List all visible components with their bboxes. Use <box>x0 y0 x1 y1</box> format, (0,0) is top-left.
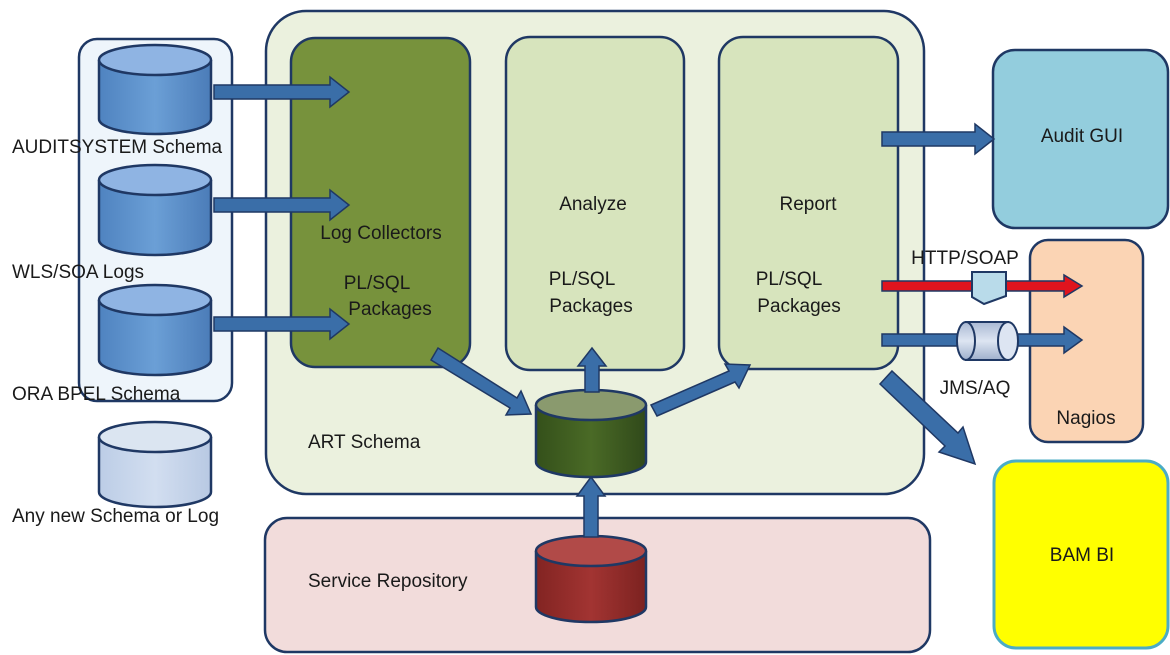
arrow-collectors-to-db <box>429 346 533 416</box>
art-db-icon <box>534 388 648 479</box>
jms-queue-icon <box>956 321 1019 361</box>
analyze-line1: PL/SQL <box>549 269 616 290</box>
report-box <box>717 35 900 371</box>
arrow-wls-soa <box>213 188 351 222</box>
log-collectors-line1: PL/SQL <box>344 273 411 294</box>
audit-gui-label: Audit GUI <box>1041 126 1123 147</box>
jms-aq-label: JMS/AQ <box>940 378 1011 399</box>
label-ora-bpel-schema: ORA BPEL Schema <box>12 384 181 405</box>
http-soap-link <box>881 271 1084 306</box>
label-wls-soa-logs: WLS/SOA Logs <box>12 262 144 283</box>
arrow-db-to-report <box>649 363 752 417</box>
arrow-repo-to-db <box>575 475 607 538</box>
bam-bi-box <box>992 459 1170 650</box>
http-soap-label: HTTP/SOAP <box>911 248 1019 269</box>
wls-soa-db-icon <box>97 163 213 257</box>
arrow-ora-bpel <box>213 307 351 341</box>
analyze-title: Analyze <box>559 194 627 215</box>
label-auditsystem-schema: AUDITSYSTEM Schema <box>12 137 223 158</box>
auditsystem-db-icon <box>97 43 213 136</box>
arrow-db-to-analyze <box>576 346 608 393</box>
label-any-new-schema: Any new Schema or Log <box>12 506 219 527</box>
nagios-label: Nagios <box>1056 408 1115 429</box>
log-collectors-title: Log Collectors <box>320 223 441 244</box>
arrow-auditsystem <box>213 75 351 109</box>
analyze-line2: Packages <box>549 296 632 317</box>
arrow-to-bam-bi <box>878 369 977 466</box>
repository-db-icon <box>534 534 648 624</box>
bam-bi-label: BAM BI <box>1050 545 1114 566</box>
service-repository-label: Service Repository <box>308 571 468 592</box>
report-line2: Packages <box>757 296 840 317</box>
new-schema-db-icon <box>97 420 213 509</box>
ora-bpel-db-icon <box>97 283 213 377</box>
log-collectors-line2: Packages <box>348 299 431 320</box>
arrow-to-audit-gui <box>881 122 996 156</box>
art-schema-label: ART Schema <box>308 432 421 453</box>
report-line1: PL/SQL <box>756 269 823 290</box>
report-title: Report <box>779 194 837 215</box>
soap-envelope-icon <box>971 271 1007 306</box>
